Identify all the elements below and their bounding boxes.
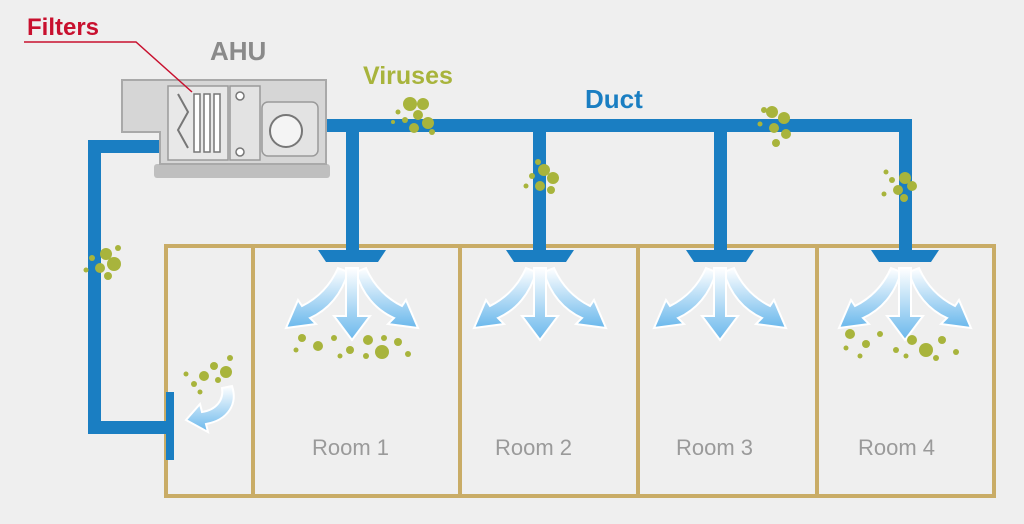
- room-label-4: Room 4: [858, 435, 936, 460]
- room-outlines: [164, 244, 996, 498]
- virus-clusters: [83, 97, 959, 395]
- return-airflow-arrow: [184, 384, 235, 434]
- virus-cluster-duct-3: [757, 106, 791, 147]
- room-label-3: Room 3: [676, 435, 754, 460]
- filters-leader-line: [24, 41, 193, 93]
- virus-cluster-duct-2: [523, 159, 559, 194]
- virus-cluster-duct-1: [391, 97, 435, 135]
- ahu-unit: [121, 79, 330, 178]
- ahu-label: AHU: [210, 36, 267, 66]
- viruses-label: Viruses: [363, 62, 453, 90]
- room-label-1: Room 1: [312, 435, 390, 460]
- airflow-arrows: [184, 267, 972, 434]
- virus-cluster-return-grille: [183, 355, 233, 395]
- filters-label: Filters: [27, 14, 100, 41]
- diffusers: [318, 250, 939, 262]
- duct: [88, 119, 912, 460]
- duct-label: Duct: [585, 84, 643, 114]
- virus-cluster-return: [83, 245, 121, 280]
- room-label-2: Room 2: [495, 435, 573, 460]
- virus-cluster-duct-4: [881, 169, 917, 202]
- virus-cluster-room-1: [293, 334, 411, 359]
- virus-cluster-room-4: [843, 329, 959, 361]
